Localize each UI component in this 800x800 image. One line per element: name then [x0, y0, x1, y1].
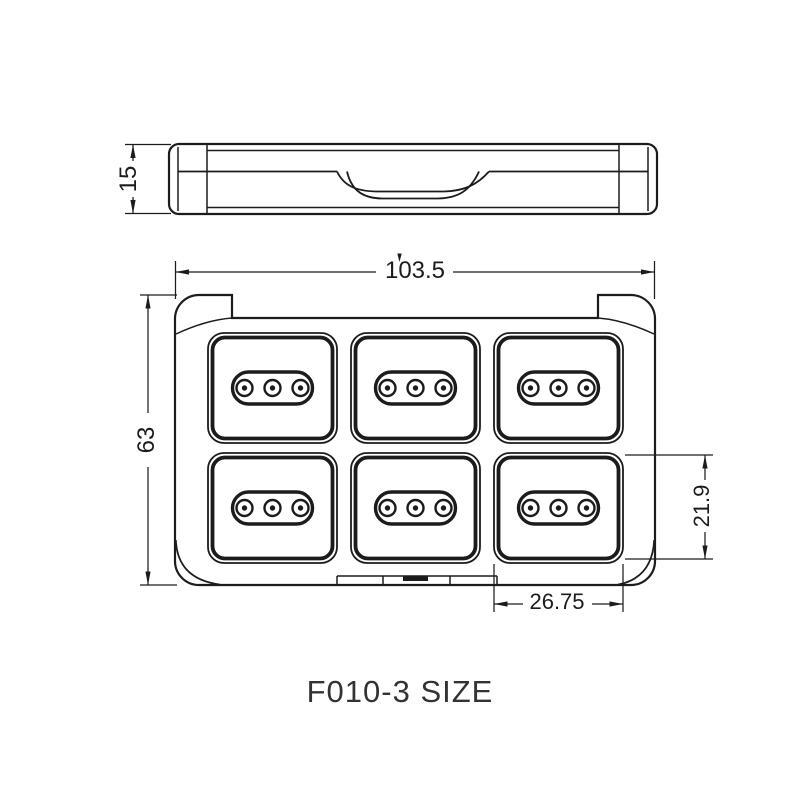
front-plan-view: [173, 293, 657, 587]
thumb-notch-outer: [336, 170, 490, 193]
case-outline: [173, 293, 657, 587]
latch-tab: [403, 576, 428, 581]
drawing-title: F010-3 SIZE: [306, 674, 494, 709]
dim-pan-width: 26.75: [529, 589, 585, 614]
pan-row1-col1: [206, 331, 339, 445]
dim-case-height: 63: [133, 426, 160, 454]
dimension-lines: [125, 143, 713, 612]
dim-case-width: 103.5: [384, 257, 446, 284]
thumb-notch-inner: [346, 171, 480, 200]
latch-detail: [336, 575, 498, 585]
pan-row2-col2: [349, 451, 482, 565]
pan-row2-col3: [492, 451, 625, 565]
pan-row1-col3: [492, 331, 625, 445]
dim-pan-height: 21.9: [689, 484, 714, 528]
side-profile-view: [167, 142, 659, 216]
side-view-outline: [167, 142, 659, 216]
center-tick: [397, 253, 402, 262]
dim-case-thickness: 15: [115, 165, 142, 193]
pan-row1-col2: [349, 331, 482, 445]
pan-row2-col1: [206, 451, 339, 565]
